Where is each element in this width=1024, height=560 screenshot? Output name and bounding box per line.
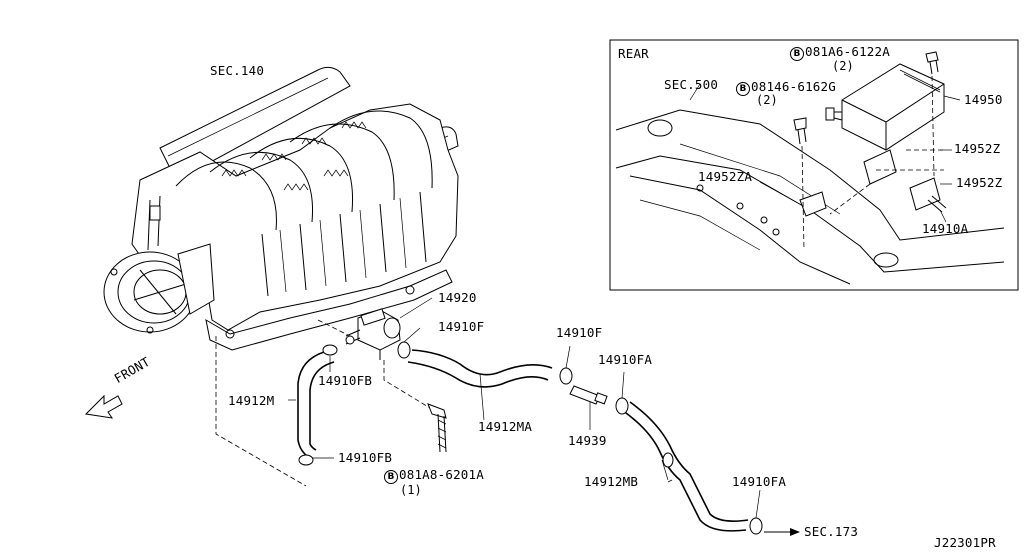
label-14952za: 14952ZA [698, 169, 753, 184]
dashed-leader-lines [215, 319, 431, 487]
label-bolt-08146-qty: (2) [756, 93, 778, 107]
front-arrow-drawing [84, 394, 123, 419]
label-14910fa-upper: 14910FA [598, 352, 653, 367]
label-sec-140: SEC.140 [210, 63, 265, 78]
inset-title-rear: REAR [618, 46, 649, 61]
label-14939: 14939 [568, 433, 607, 448]
bolt-081a8-part-number: 081A8-6201A [399, 467, 484, 482]
label-14910f-valve: 14910F [438, 319, 485, 334]
bolt-marker-icon: B [790, 47, 804, 61]
label-14910fb-lower: 14910FB [338, 450, 393, 465]
label-14952z-upper: 14952Z [954, 141, 1001, 156]
bolt-marker-icon: B [736, 82, 750, 96]
label-14912mb: 14912MB [584, 474, 639, 489]
label-14910fb-upper: 14910FB [318, 373, 373, 388]
diagram-id: J22301PR [934, 535, 996, 550]
label-bolt-081a8-qty: (1) [400, 483, 422, 497]
label-14912ma: 14912MA [478, 419, 533, 434]
bolt-marker-icon: B [384, 470, 398, 484]
purge-valve-drawing [345, 297, 433, 360]
label-sec-500: SEC.500 [664, 77, 719, 92]
label-14912m: 14912M [228, 393, 275, 408]
label-14920: 14920 [438, 290, 477, 305]
label-14952z-lower: 14952Z [956, 175, 1003, 190]
label-14910a: 14910A [922, 221, 969, 236]
bolt-081a6-part-number: 081A6-6122A [805, 44, 890, 59]
label-bolt-081a6-qty: (2) [832, 59, 854, 73]
bolt-08146-part-number: 08146-6162G [751, 79, 836, 94]
intake-manifold-drawing [103, 66, 459, 351]
label-14950: 14950 [964, 92, 1003, 107]
label-14910fa-lower: 14910FA [732, 474, 787, 489]
inset-detail-drawing [609, 39, 1019, 291]
label-sec-173: SEC.173 [804, 524, 859, 539]
label-14910f-mid: 14910F [556, 325, 603, 340]
hoses-drawing [288, 327, 800, 536]
